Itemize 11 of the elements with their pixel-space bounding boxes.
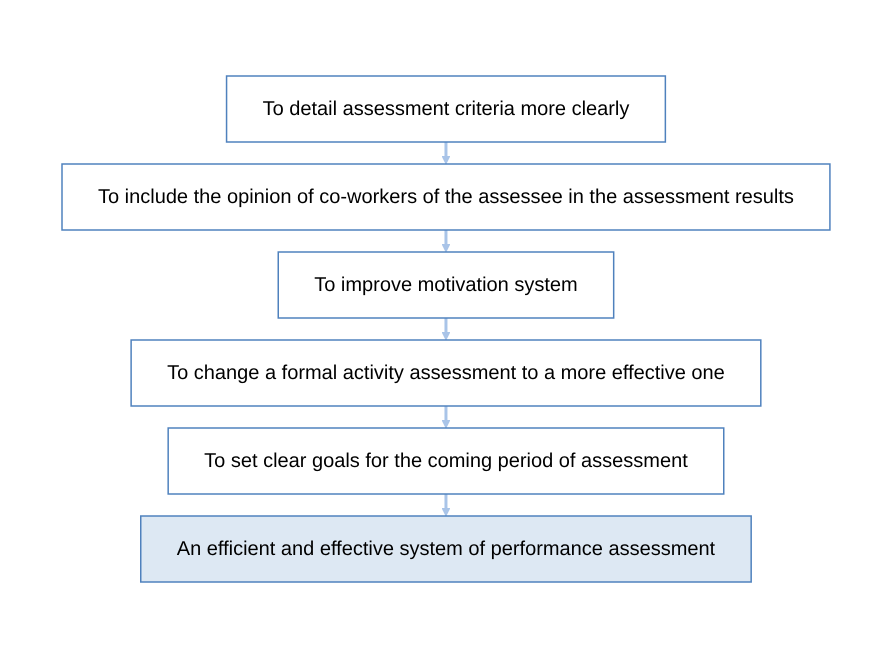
- node-box: An efficient and effective system of performance assessment: [140, 514, 752, 582]
- node-box: To change a formal activity assessment to a more effective one: [130, 338, 762, 406]
- arrow: [441, 318, 450, 340]
- node-box: To include the opinion of co-workers of the assessee in the assessment results: [60, 162, 830, 230]
- arrow: [441, 142, 450, 164]
- node-box: To improve motivation system: [277, 250, 614, 318]
- arrow: [441, 494, 450, 516]
- node-box: To set clear goals for the coming period of assessment: [166, 426, 724, 494]
- arrow: [441, 406, 450, 428]
- node-box: To detail assessment criteria more clearly: [225, 74, 666, 142]
- arrow: [441, 230, 450, 252]
